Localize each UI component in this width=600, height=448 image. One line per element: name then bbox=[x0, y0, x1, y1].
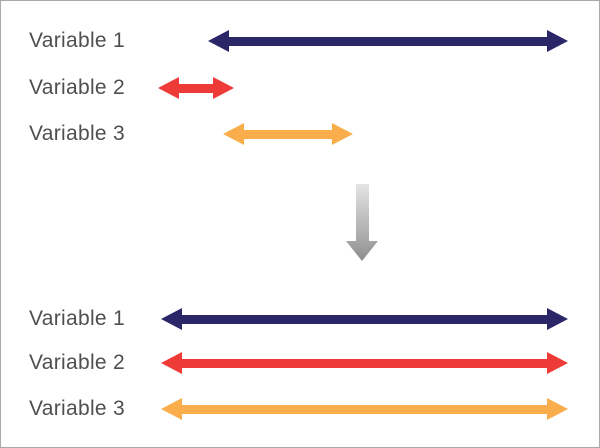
variable-2-label-after: Variable 2 bbox=[29, 351, 126, 374]
right-arrowhead-icon bbox=[547, 398, 568, 420]
right-arrowhead-icon bbox=[547, 30, 568, 52]
variable-3-range-arrow-after bbox=[161, 398, 568, 420]
variable-1-label-after: Variable 1 bbox=[29, 307, 126, 330]
left-arrowhead-icon bbox=[161, 398, 182, 420]
down-arrowhead-icon bbox=[346, 241, 378, 261]
variable-1-label-before: Variable 1 bbox=[29, 29, 126, 52]
left-arrowhead-icon bbox=[158, 77, 179, 99]
arrow-shaft bbox=[228, 36, 548, 46]
variable-1-range-arrow-before bbox=[208, 30, 568, 52]
left-arrowhead-icon bbox=[208, 30, 229, 52]
variable-2-label-before: Variable 2 bbox=[29, 76, 126, 99]
arrow-shaft bbox=[181, 314, 548, 324]
right-arrowhead-icon bbox=[332, 123, 353, 145]
variable-3-label-before: Variable 3 bbox=[29, 122, 126, 145]
right-arrowhead-icon bbox=[213, 77, 234, 99]
right-arrowhead-icon bbox=[547, 352, 568, 374]
left-arrowhead-icon bbox=[161, 308, 182, 330]
arrow-shaft bbox=[181, 358, 548, 368]
right-arrowhead-icon bbox=[547, 308, 568, 330]
left-arrowhead-icon bbox=[223, 123, 244, 145]
arrow-shaft bbox=[181, 404, 548, 414]
left-arrowhead-icon bbox=[161, 352, 182, 374]
variable-3-label-after: Variable 3 bbox=[29, 397, 126, 420]
variable-1-range-arrow-after bbox=[161, 308, 568, 330]
transform-down-arrow-icon bbox=[346, 184, 378, 261]
arrow-shaft bbox=[178, 83, 214, 93]
arrow-shaft bbox=[243, 129, 333, 139]
down-arrow-shaft bbox=[355, 184, 369, 241]
variable-2-range-arrow-after bbox=[161, 352, 568, 374]
variable-2-range-arrow-before bbox=[158, 77, 234, 99]
variable-3-range-arrow-before bbox=[223, 123, 353, 145]
